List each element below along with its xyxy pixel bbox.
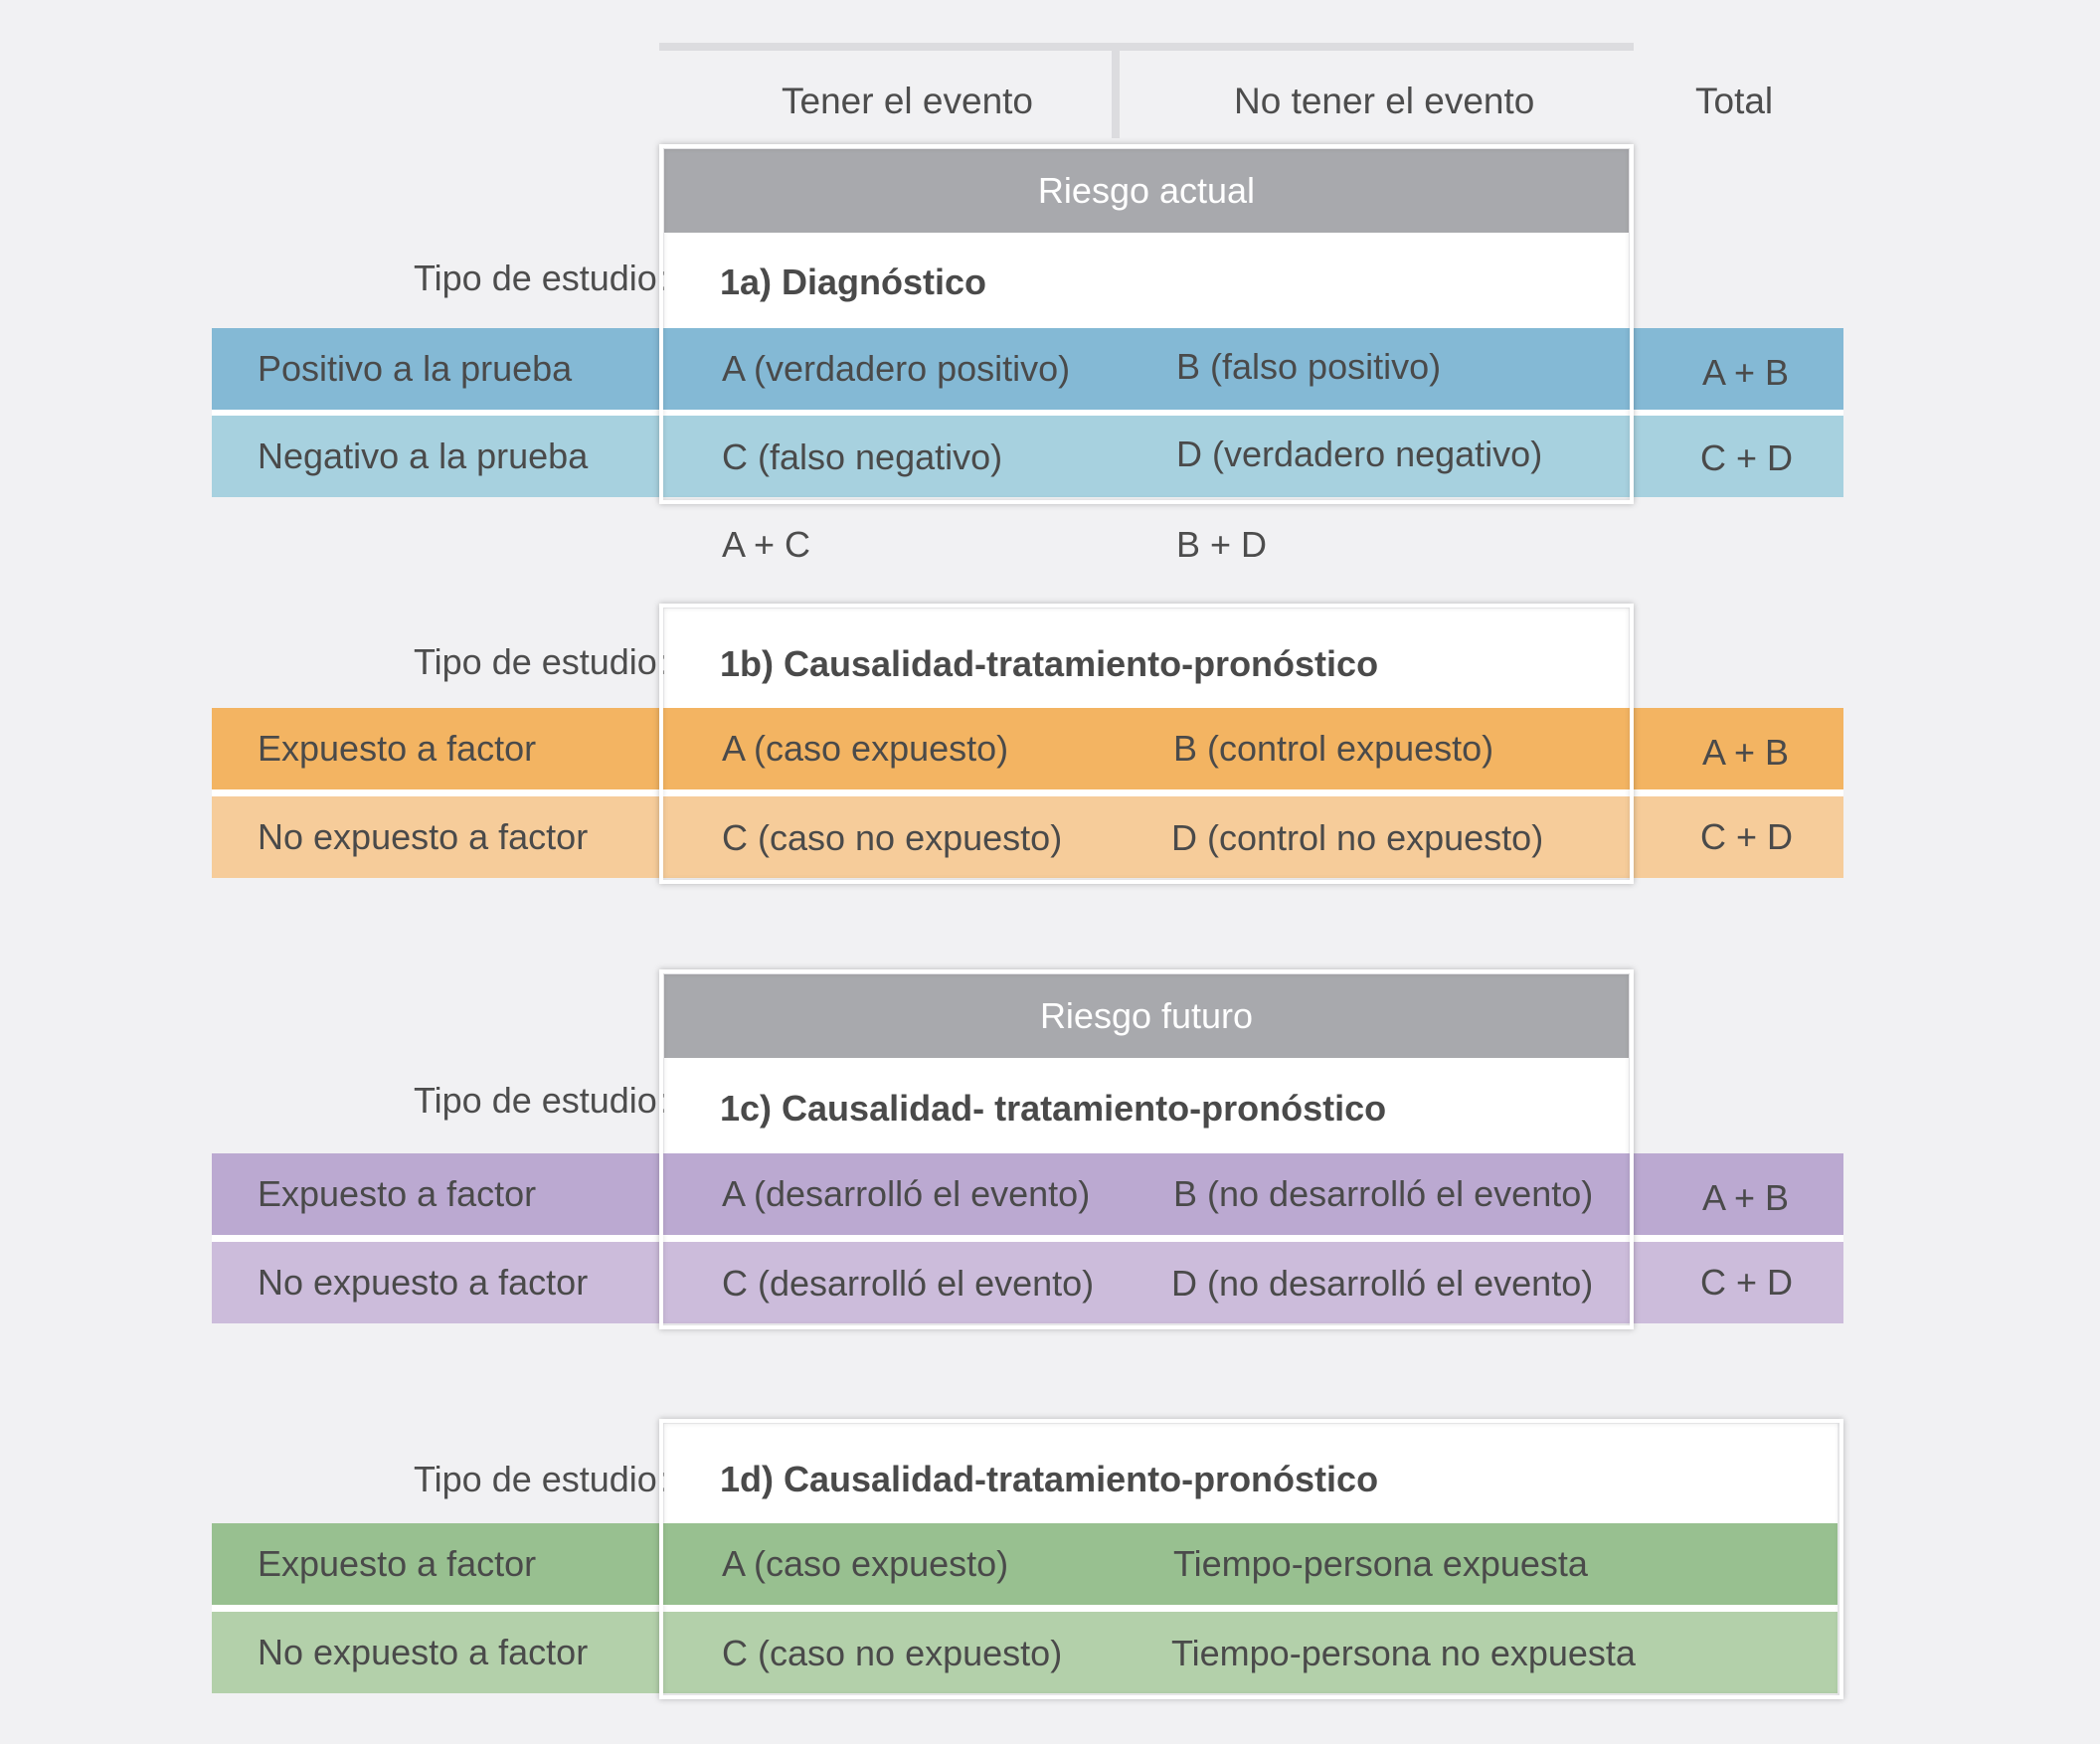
row-exposed [212,1523,1838,1605]
row-exposed [212,708,1843,789]
row-separator [212,410,1843,416]
title-panel-1b [664,609,1629,708]
row-label: No expuesto a factor [258,816,589,857]
row-not-exposed [212,1242,1843,1323]
row-negative [212,416,1843,497]
study-title-1c: 1c) Causalidad- tratamiento-pronóstico [720,1088,1387,1129]
cell-d: D (verdadero negativo) [1176,434,1543,474]
column-total-b: B + D [1176,524,1268,565]
row-positive [212,328,1843,410]
cell-a: A (caso expuesto) [722,1543,1009,1584]
cell-a: A (caso expuesto) [722,728,1009,769]
study-title-1b: 1b) Causalidad-tratamiento-pronóstico [720,643,1379,684]
section-header-current-risk: Riesgo actual [664,149,1629,233]
row-label: Expuesto a factor [258,728,537,769]
cell-c: C (falso negativo) [722,436,1003,477]
column-divider [1112,51,1120,138]
cell-total: A + B [1702,352,1790,393]
title-panel-1c [664,1058,1629,1153]
study-title-1d: 1d) Causalidad-tratamiento-pronóstico [720,1459,1379,1499]
row-separator [212,789,1843,796]
study-type-label-1b: Tipo de estudio: [414,641,667,682]
cell-total: C + D [1700,1262,1794,1303]
cell-b: B (falso positivo) [1176,346,1442,387]
cell-total: C + D [1700,437,1794,478]
row-not-exposed [212,796,1843,878]
column-total-a: A + C [722,524,811,565]
cell-c: C (caso no expuesto) [722,817,1063,858]
column-header-have-event: Tener el evento [782,81,1034,121]
row-separator [212,1605,1838,1612]
cell-person-time-exposed: Tiempo-persona expuesta [1173,1543,1588,1584]
cell-total: A + B [1702,1177,1790,1218]
cell-person-time-not-exposed: Tiempo-persona no expuesta [1171,1633,1636,1673]
column-header-no-event: No tener el evento [1234,81,1535,121]
row-exposed [212,1153,1843,1235]
cell-total: A + B [1702,732,1790,773]
row-label: Negativo a la prueba [258,436,589,476]
row-label: Expuesto a factor [258,1173,537,1214]
row-not-exposed [212,1612,1838,1693]
cell-b: B (no desarrolló el evento) [1173,1173,1594,1214]
cell-c: C (caso no expuesto) [722,1633,1063,1673]
top-rule [659,43,1634,51]
title-panel-1a [664,233,1629,328]
row-label: No expuesto a factor [258,1262,589,1303]
column-header-total: Total [1695,81,1774,121]
cell-a: A (verdadero positivo) [722,348,1071,389]
section-header-future-risk: Riesgo futuro [664,974,1629,1058]
cell-c: C (desarrolló el evento) [722,1263,1095,1304]
cell-d: D (no desarrolló el evento) [1171,1263,1594,1304]
row-label: Expuesto a factor [258,1543,537,1584]
cell-total: C + D [1700,816,1794,857]
row-label: Positivo a la prueba [258,348,573,389]
study-type-label-1a: Tipo de estudio: [414,258,667,298]
cell-d: D (control no expuesto) [1171,817,1544,858]
cell-b: B (control expuesto) [1173,728,1494,769]
row-label: No expuesto a factor [258,1632,589,1672]
study-type-label-1d: Tipo de estudio: [414,1459,667,1499]
row-separator [212,1235,1843,1242]
study-type-label-1c: Tipo de estudio: [414,1080,667,1121]
title-panel-1d [664,1424,1838,1523]
study-title-1a: 1a) Diagnóstico [720,262,987,302]
cell-a: A (desarrolló el evento) [722,1173,1091,1214]
